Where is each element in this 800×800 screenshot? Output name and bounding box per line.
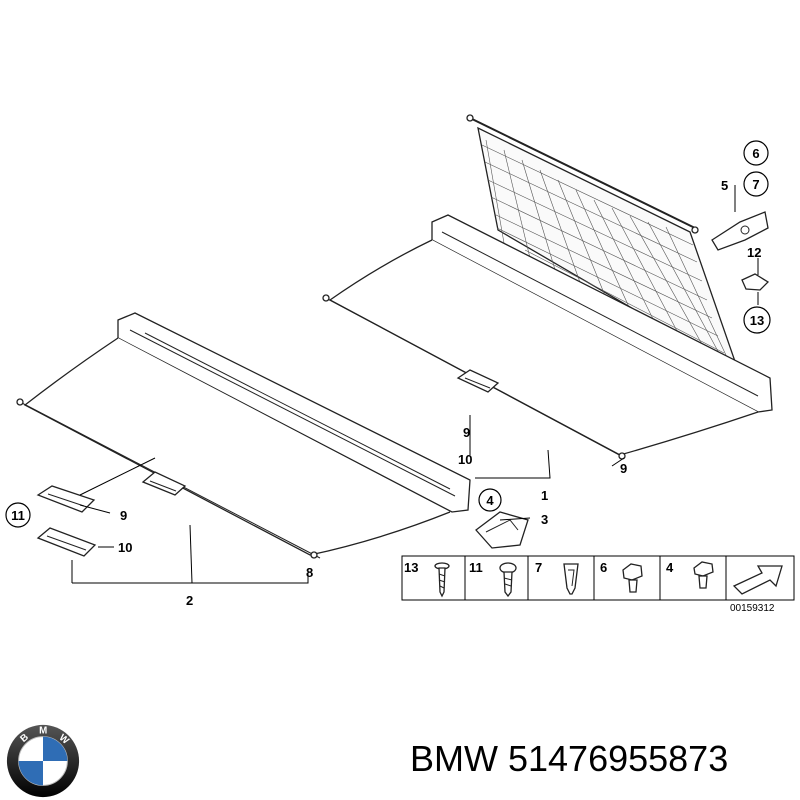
left-luggage-cover: [16, 312, 471, 559]
svg-text:13: 13: [750, 313, 764, 328]
svg-text:7: 7: [752, 177, 759, 192]
circled-callout-4: 4: [478, 488, 502, 512]
bmw-logo-icon: B M W: [6, 724, 80, 798]
svg-text:M: M: [39, 726, 47, 737]
bracket-part: [475, 511, 529, 549]
callout-12: 12: [747, 245, 761, 260]
screw-13-icon: [434, 562, 450, 598]
callout-3: 3: [541, 512, 548, 527]
clip-7-icon: [563, 563, 579, 595]
circled-callout-6: 6: [743, 140, 769, 166]
legend-num-11: 11: [469, 560, 483, 575]
callout-5: 5: [721, 178, 728, 193]
diagram-code: 00159312: [730, 603, 775, 614]
part-number-title: BMW 51476955873: [410, 738, 729, 779]
holder-part: [711, 211, 769, 251]
callout-9-left: 9: [120, 508, 127, 523]
screw-11-icon: [499, 562, 517, 598]
leader-lines: [71, 185, 759, 584]
hardware-legend: 13 11 7 6 4: [401, 555, 795, 601]
bolt-6-icon: [622, 563, 643, 593]
clip-part: [741, 273, 770, 291]
direction-arrow-icon: [732, 565, 783, 595]
svg-text:4: 4: [486, 493, 494, 508]
circled-callout-7: 7: [743, 171, 769, 197]
bolt-4-icon: [693, 561, 714, 589]
legend-num-7: 7: [535, 560, 542, 575]
svg-text:6: 6: [752, 146, 759, 161]
circled-callout-11: 11: [5, 502, 31, 528]
callout-10-right: 10: [458, 452, 472, 467]
legend-num-6: 6: [600, 560, 607, 575]
legend-num-13: 13: [404, 560, 418, 575]
callout-2: 2: [186, 593, 193, 608]
handle-base-part: [36, 527, 97, 557]
callout-9-end: 9: [620, 461, 627, 476]
legend-num-4: 4: [666, 560, 674, 575]
right-luggage-cover-net: [322, 114, 773, 460]
callout-9-right: 9: [463, 425, 470, 440]
callout-10-left: 10: [118, 540, 132, 555]
handle-trim-part: [36, 485, 96, 513]
svg-text:11: 11: [11, 508, 25, 523]
callout-1: 1: [541, 488, 548, 503]
circled-callout-13: 13: [743, 306, 771, 334]
callout-8: 8: [306, 565, 313, 580]
